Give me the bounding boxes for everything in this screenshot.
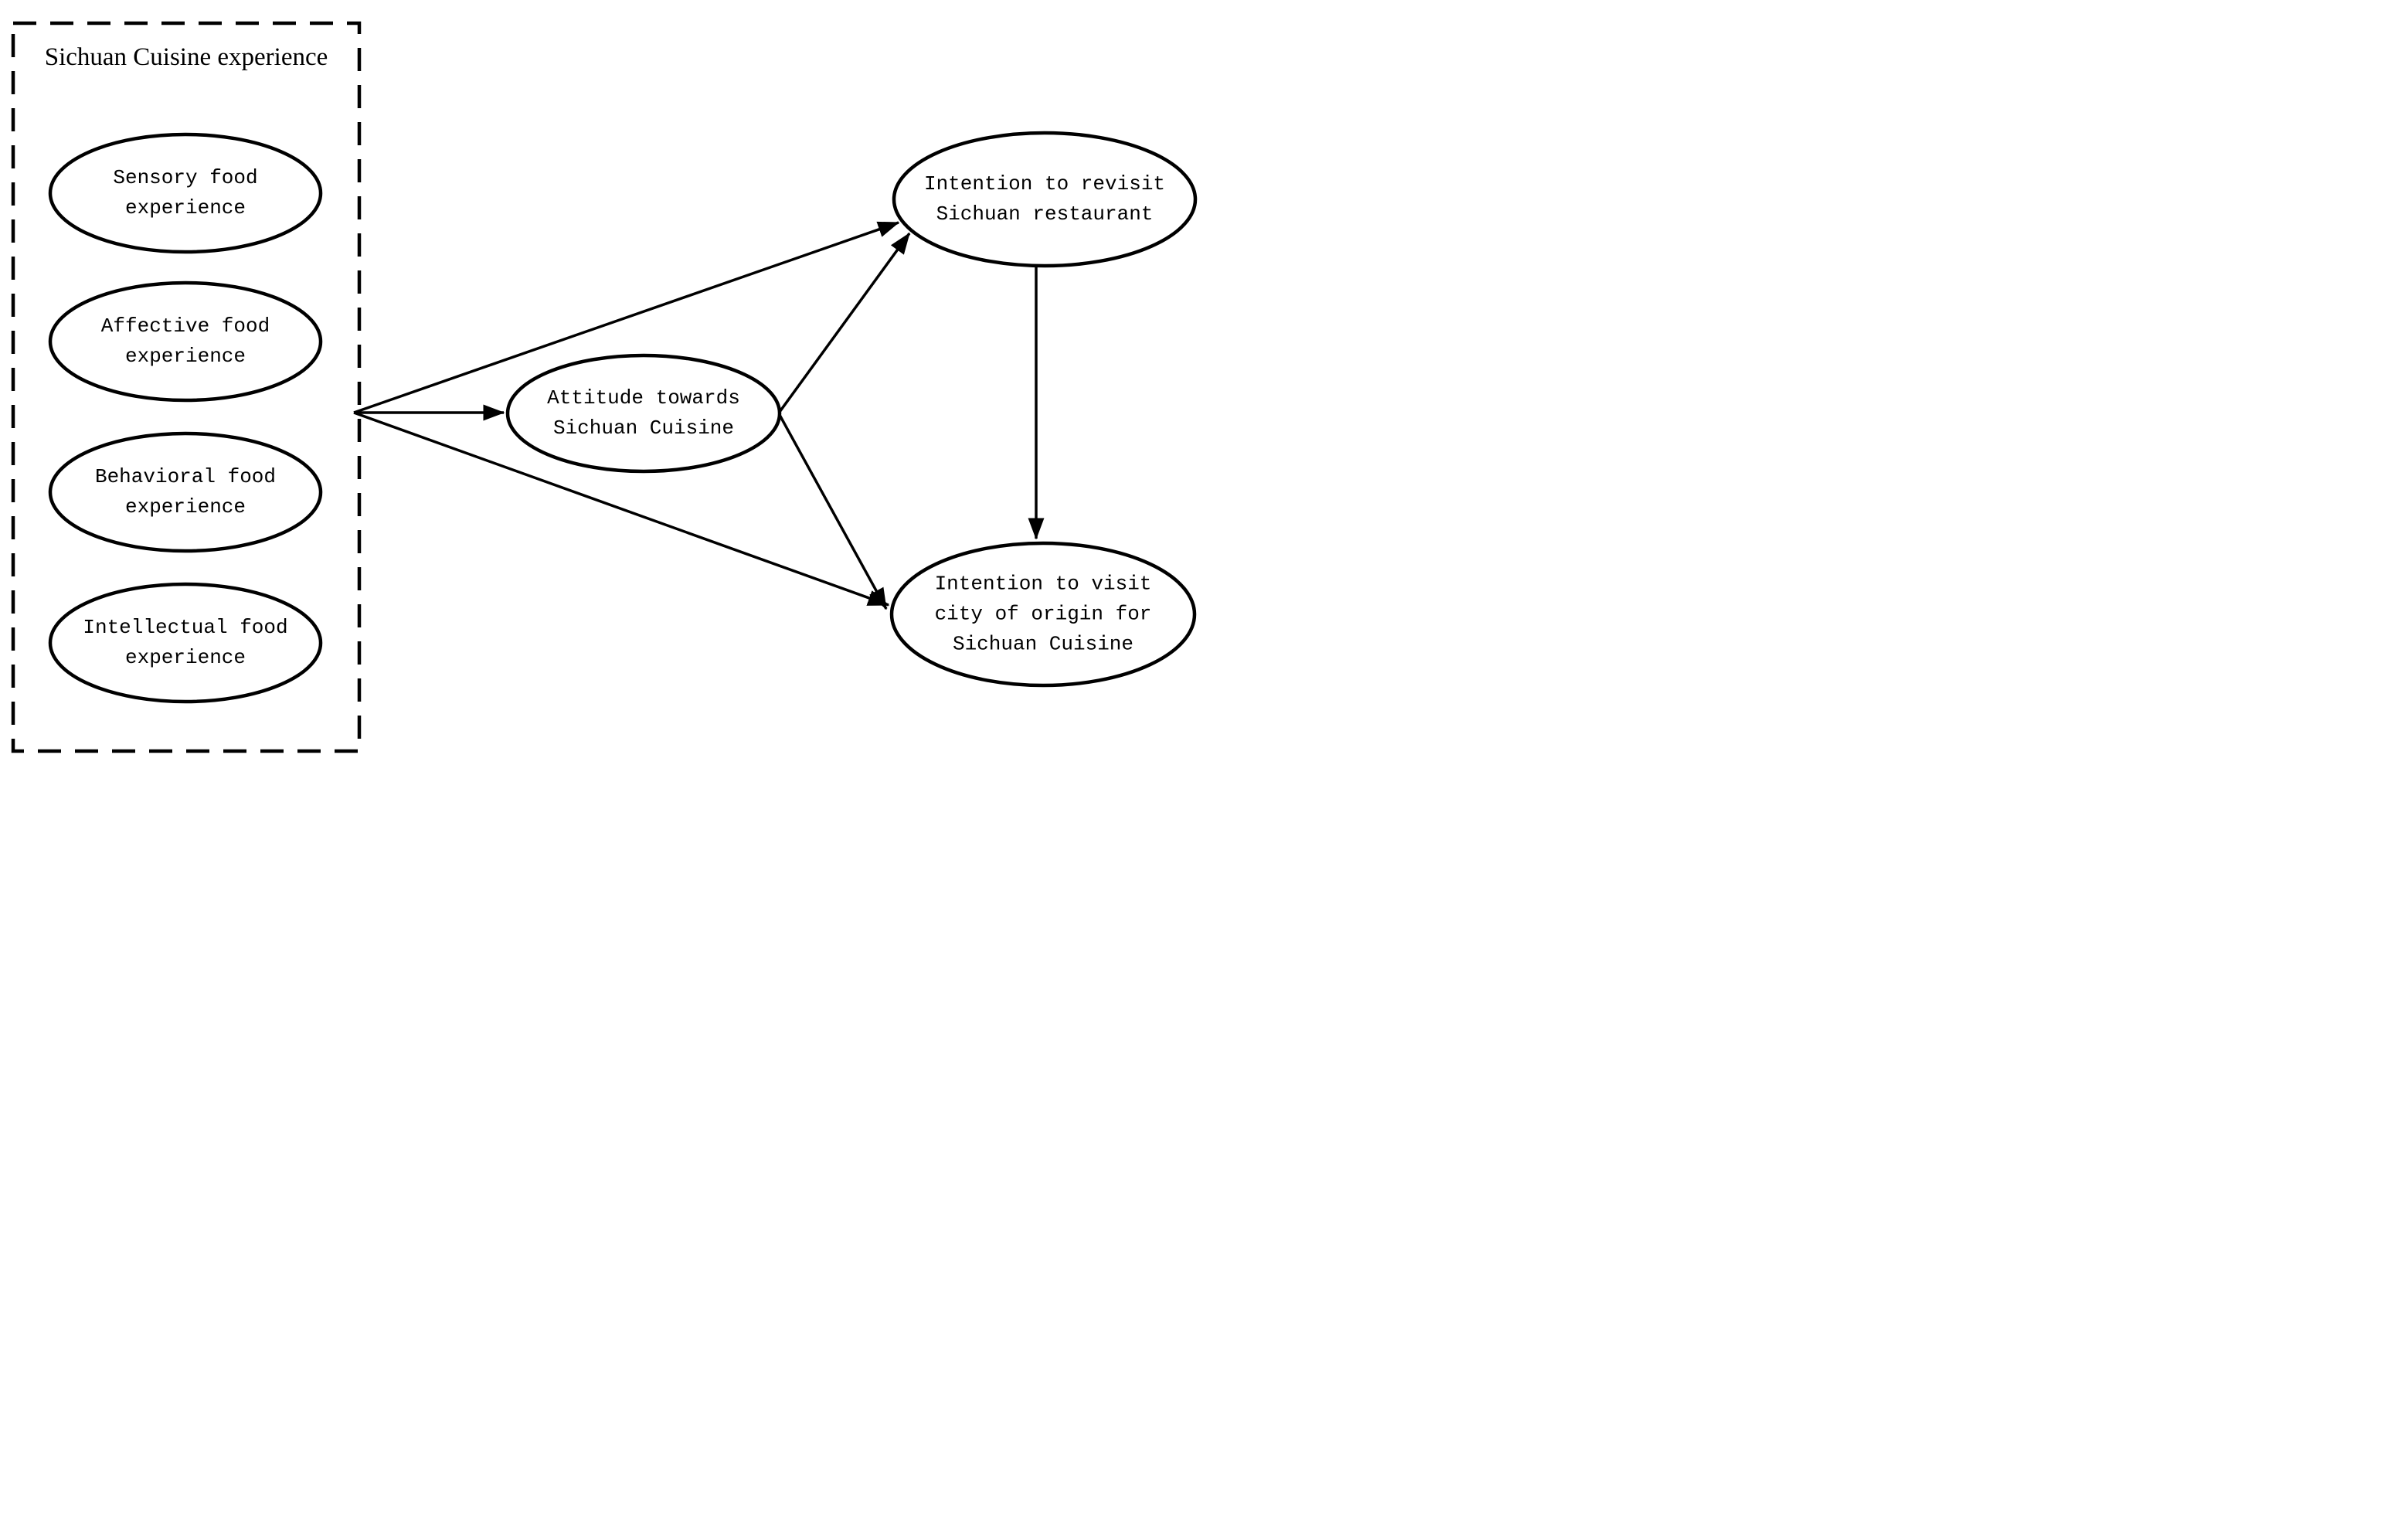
behavioral-label-line1: Behavioral food <box>94 465 277 488</box>
affective-label-line2: experience <box>124 345 246 368</box>
attitude-label-line2: Sichuan Cuisine <box>552 416 735 440</box>
behavioral-label: Behavioral food experience <box>54 462 317 522</box>
behavioral-label-line2: experience <box>124 495 246 518</box>
arrow-attitude-to-revisit <box>778 232 911 413</box>
attitude-ellipse <box>505 353 782 474</box>
revisit-label-line2: Sichuan restaurant <box>936 202 1154 226</box>
group-box-title: Sichuan Cuisine experience <box>44 43 328 71</box>
affective-label: Affective food experience <box>54 311 317 372</box>
diagram-root: Sichuan Cuisine experience Sensory food … <box>0 0 1198 770</box>
intellectual-ellipse <box>48 582 323 704</box>
arrow-experience-to-revisit <box>353 221 900 414</box>
revisit-label: Intention to revisit Sichuan restaurant <box>894 169 1195 229</box>
affective-ellipse <box>48 280 323 403</box>
sensory-label: Sensory food experience <box>54 163 317 223</box>
intellectual-label-line2: experience <box>124 646 246 669</box>
affective-label-line1: Affective food <box>100 314 270 338</box>
visit-city-ellipse <box>889 541 1197 688</box>
sichuan-experience-group-box <box>11 21 362 753</box>
visit-city-label-line3: Sichuan Cuisine <box>952 632 1134 656</box>
visit-city-label-line1: Intention to visit <box>934 572 1152 596</box>
revisit-label-line1: Intention to revisit <box>923 172 1166 195</box>
visit-city-label-line2: city of origin for <box>934 602 1152 626</box>
intellectual-label-line1: Intellectual food <box>83 616 288 639</box>
intellectual-label: Intellectual food experience <box>54 613 317 673</box>
sensory-label-line1: Sensory food <box>113 166 258 189</box>
attitude-label: Attitude towards Sichuan Cuisine <box>508 383 780 444</box>
arrow-attitude-to-visit-city <box>778 414 888 610</box>
revisit-ellipse <box>892 131 1198 268</box>
diagram-canvas <box>11 21 1198 753</box>
arrow-experience-to-visit-city <box>353 411 890 607</box>
attitude-label-line1: Attitude towards <box>547 386 740 410</box>
behavioral-ellipse <box>48 431 323 553</box>
visit-city-label: Intention to visit city of origin for Si… <box>892 569 1194 660</box>
sensory-ellipse <box>48 132 323 254</box>
sensory-label-line2: experience <box>124 196 246 219</box>
